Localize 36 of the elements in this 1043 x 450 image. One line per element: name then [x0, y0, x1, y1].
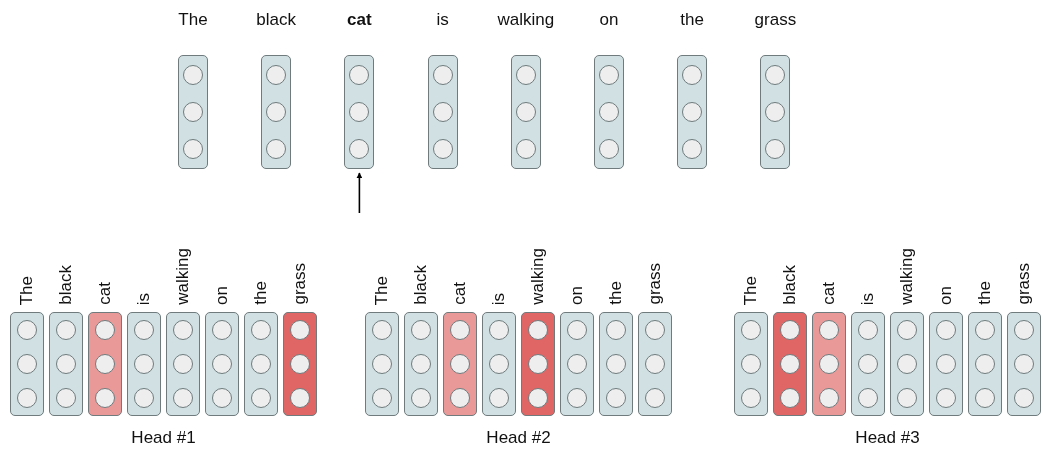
- word-label: The: [741, 275, 761, 305]
- word-label: The: [372, 275, 392, 305]
- head-caption: Head #1: [131, 428, 196, 448]
- word-label: walking: [173, 248, 193, 305]
- word-label: is: [858, 292, 878, 305]
- word-label: the: [680, 10, 704, 30]
- word-label: walking: [897, 248, 917, 305]
- word-label: cat: [347, 10, 372, 30]
- word-label: is: [436, 10, 449, 30]
- word-label: black: [56, 265, 76, 305]
- head-caption: Head #2: [486, 428, 551, 448]
- word-label: on: [567, 286, 587, 305]
- word-label: The: [17, 275, 37, 305]
- word-label: the: [975, 281, 995, 305]
- arrow: [356, 172, 363, 214]
- word-label: cat: [450, 282, 470, 305]
- word-label: black: [256, 10, 297, 30]
- word-label: black: [780, 265, 800, 305]
- word-label: walking: [497, 10, 555, 30]
- word-label: The: [178, 10, 208, 30]
- word-label: walking: [528, 248, 548, 305]
- word-label: grass: [1014, 263, 1034, 305]
- word-label: on: [936, 286, 956, 305]
- word-label: black: [411, 265, 431, 305]
- word-label: the: [606, 281, 626, 305]
- head-caption: Head #3: [855, 428, 920, 448]
- word-label: the: [251, 281, 271, 305]
- word-label: grass: [290, 263, 310, 305]
- word-label: grass: [645, 263, 665, 305]
- word-label: grass: [754, 10, 797, 30]
- word-label: on: [212, 286, 232, 305]
- word-label: is: [489, 292, 509, 305]
- word-label: cat: [95, 282, 115, 305]
- word-label: is: [134, 292, 154, 305]
- word-label: on: [599, 10, 619, 30]
- word-label: cat: [819, 282, 839, 305]
